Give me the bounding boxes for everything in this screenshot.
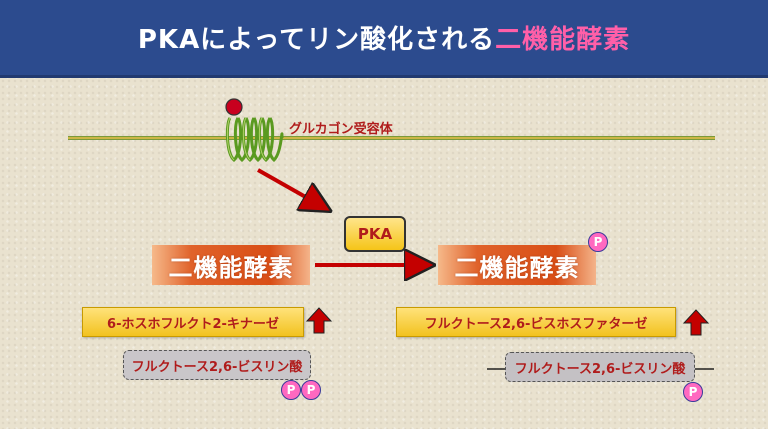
substrate-right: フルクトース2,6-ビスリン酸	[505, 352, 695, 382]
receptor-label: グルカゴン受容体	[289, 122, 393, 137]
title-highlight: 二機能酵素	[495, 25, 631, 55]
pka-box: PKA	[344, 216, 406, 252]
up-arrow-kinase-icon	[305, 307, 333, 334]
diagram-canvas: グルカゴン受容体 PKA 二機能酵素 二機能酵素 P 6-ホスホフルクト2-キナ…	[0, 78, 768, 429]
phospho-enzyme-badge: P	[588, 232, 608, 252]
phospho-substrate-right-badge: P	[683, 382, 703, 402]
arrow-receptor-to-pka	[257, 168, 325, 208]
bifunctional-enzyme-right: 二機能酵素	[438, 245, 596, 285]
bifunctional-enzyme-left: 二機能酵素	[152, 245, 310, 285]
phospho-substrate-badge-2: P	[301, 380, 321, 400]
diagram-graphics	[68, 98, 715, 370]
title-text: PKAによってリン酸化される	[137, 25, 496, 55]
substrate-left: フルクトース2,6-ビスリン酸	[123, 350, 311, 380]
phospho-substrate-badge-1: P	[281, 380, 301, 400]
phosphatase-label: フルクトース2,6-ビスホスファターゼ	[396, 307, 676, 337]
kinase-label: 6-ホスホフルクト2-キナーゼ	[82, 307, 304, 337]
glucagon-ligand-icon	[225, 98, 243, 116]
title-bar: PKAによってリン酸化される二機能酵素	[0, 0, 768, 78]
up-arrow-phosphatase-icon	[682, 309, 710, 336]
